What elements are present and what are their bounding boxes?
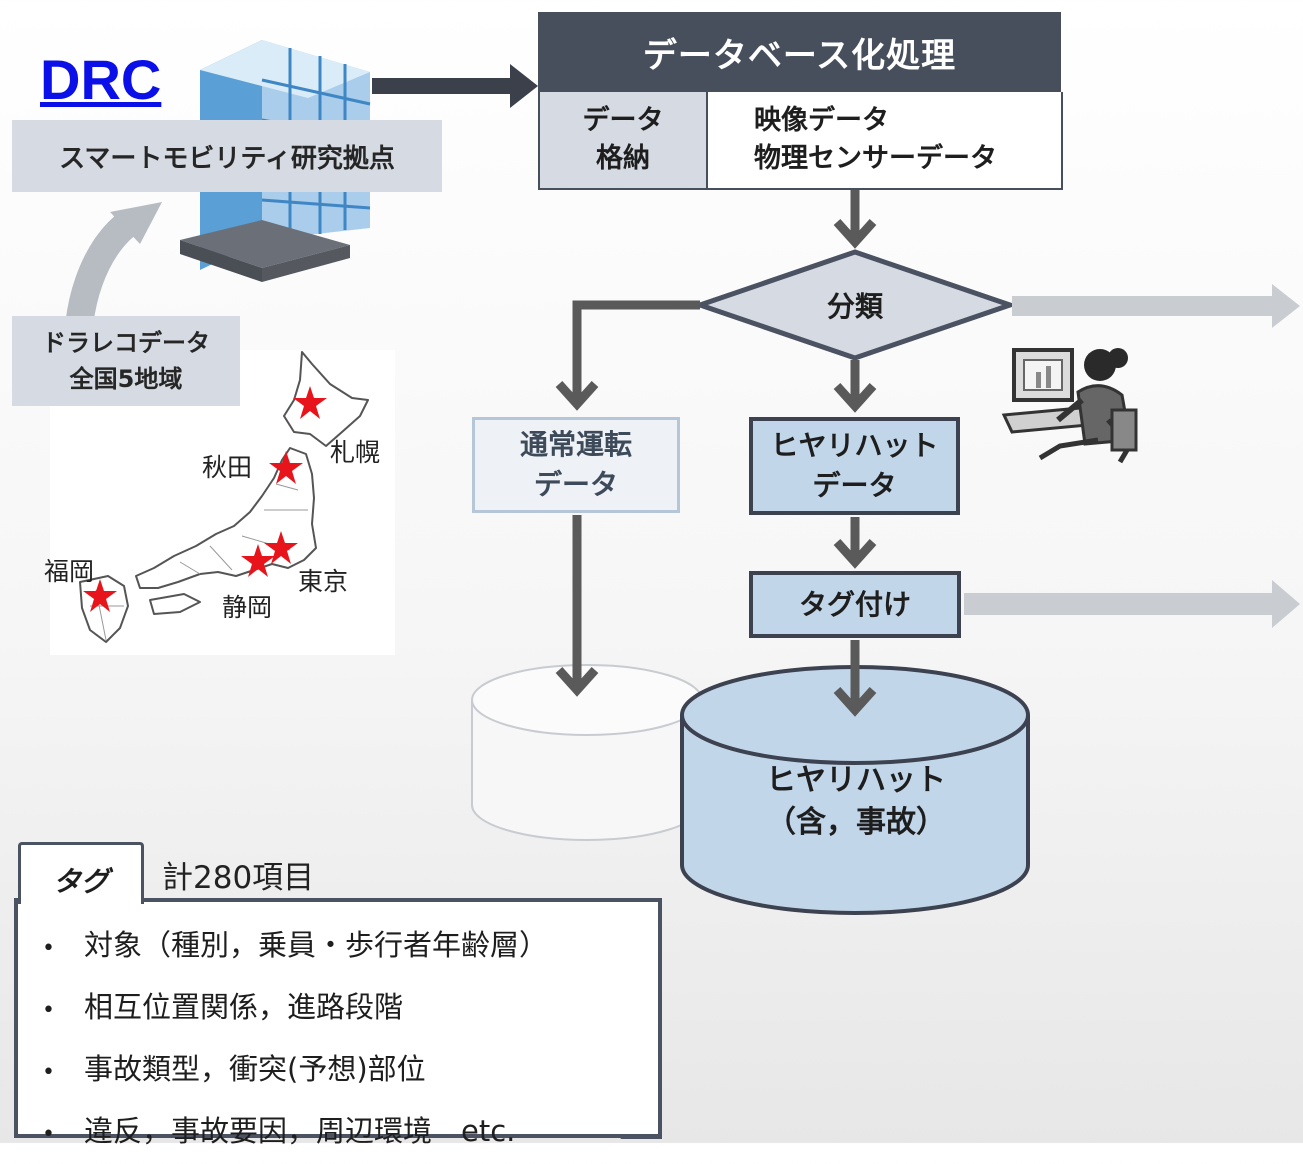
- data-types-cell: 映像データ 物理センサーデータ: [708, 92, 1061, 188]
- dashcam-data-label: ドラレコデータ 全国5地域: [12, 316, 240, 406]
- database-line2: （含，事故）: [766, 805, 946, 840]
- tag-total-count: 計280項目: [162, 860, 315, 896]
- arrow-hiyari-to-tagging: [833, 517, 877, 569]
- arrow-classify-to-normal: [555, 300, 700, 411]
- arrow-normal-to-storage: [555, 515, 599, 697]
- research-center-label: スマートモビリティ研究拠点: [12, 120, 442, 192]
- tag-items-list: 対象（種別，乗員・歩行者年齢層） 相互位置関係，進路段階 事故類型，衝突(予想)…: [18, 902, 658, 1164]
- near-miss-data-box: ヒヤリハット データ: [749, 417, 960, 515]
- storage-line2: 格納: [596, 143, 650, 174]
- export-arrow-classify: [1012, 284, 1300, 328]
- data-storage-cell: データ 格納: [540, 92, 708, 188]
- arrow-to-database-process: [372, 64, 538, 108]
- city-label-sapporo: 札幌: [330, 438, 381, 467]
- normal-line2: データ: [533, 468, 618, 501]
- dashcam-line1: ドラレコデータ: [42, 329, 210, 357]
- tag-item: 相互位置関係，進路段階: [42, 978, 658, 1040]
- normal-driving-data-box: 通常運転 データ: [472, 417, 680, 513]
- hiyari-line1: ヒヤリハット: [770, 429, 939, 462]
- dashcam-line2: 全国5地域: [69, 365, 183, 393]
- hiyari-line2: データ: [812, 469, 897, 502]
- normal-line1: 通常運転: [519, 428, 632, 461]
- tagging-box: タグ付け: [749, 571, 961, 638]
- drc-link[interactable]: DRC: [40, 48, 162, 111]
- tag-item: 違反，事故要因，周辺環境 etc.: [42, 1102, 658, 1164]
- video-data-label: 映像データ: [754, 105, 889, 136]
- city-label-shizuoka: 静岡: [222, 593, 273, 622]
- database-line1: ヒヤリハット: [766, 763, 946, 798]
- classify-label: 分類: [826, 290, 883, 323]
- city-label-fukuoka: 福岡: [44, 557, 95, 586]
- storage-line1: データ: [582, 105, 664, 136]
- tag-tab: タグ: [18, 842, 144, 904]
- city-label-tokyo: 東京: [298, 567, 349, 596]
- tag-items-panel: 対象（種別，乗員・歩行者年齢層） 相互位置関係，進路段階 事故類型，衝突(予想)…: [14, 898, 662, 1148]
- city-label-akita: 秋田: [202, 453, 253, 482]
- near-miss-database-label: ヒヤリハット （含，事故）: [682, 760, 1030, 844]
- database-process-title: データベース化処理: [538, 12, 1061, 92]
- arrow-db-to-classify: [833, 190, 877, 249]
- operator-computer-icon: [1001, 348, 1138, 464]
- arrow-classify-to-hiyari: [833, 360, 877, 413]
- classify-diamond: [692, 249, 1018, 361]
- tag-item: 対象（種別，乗員・歩行者年齢層）: [42, 916, 658, 978]
- sensor-data-label: 物理センサーデータ: [754, 143, 997, 174]
- normal-data-cylinder: [471, 664, 703, 841]
- export-arrow-tagging: [964, 580, 1300, 628]
- arrow-tagging-to-database: [833, 640, 877, 717]
- tag-item: 事故類型，衝突(予想)部位: [42, 1040, 658, 1102]
- database-process-body: データ 格納 映像データ 物理センサーデータ: [538, 92, 1063, 190]
